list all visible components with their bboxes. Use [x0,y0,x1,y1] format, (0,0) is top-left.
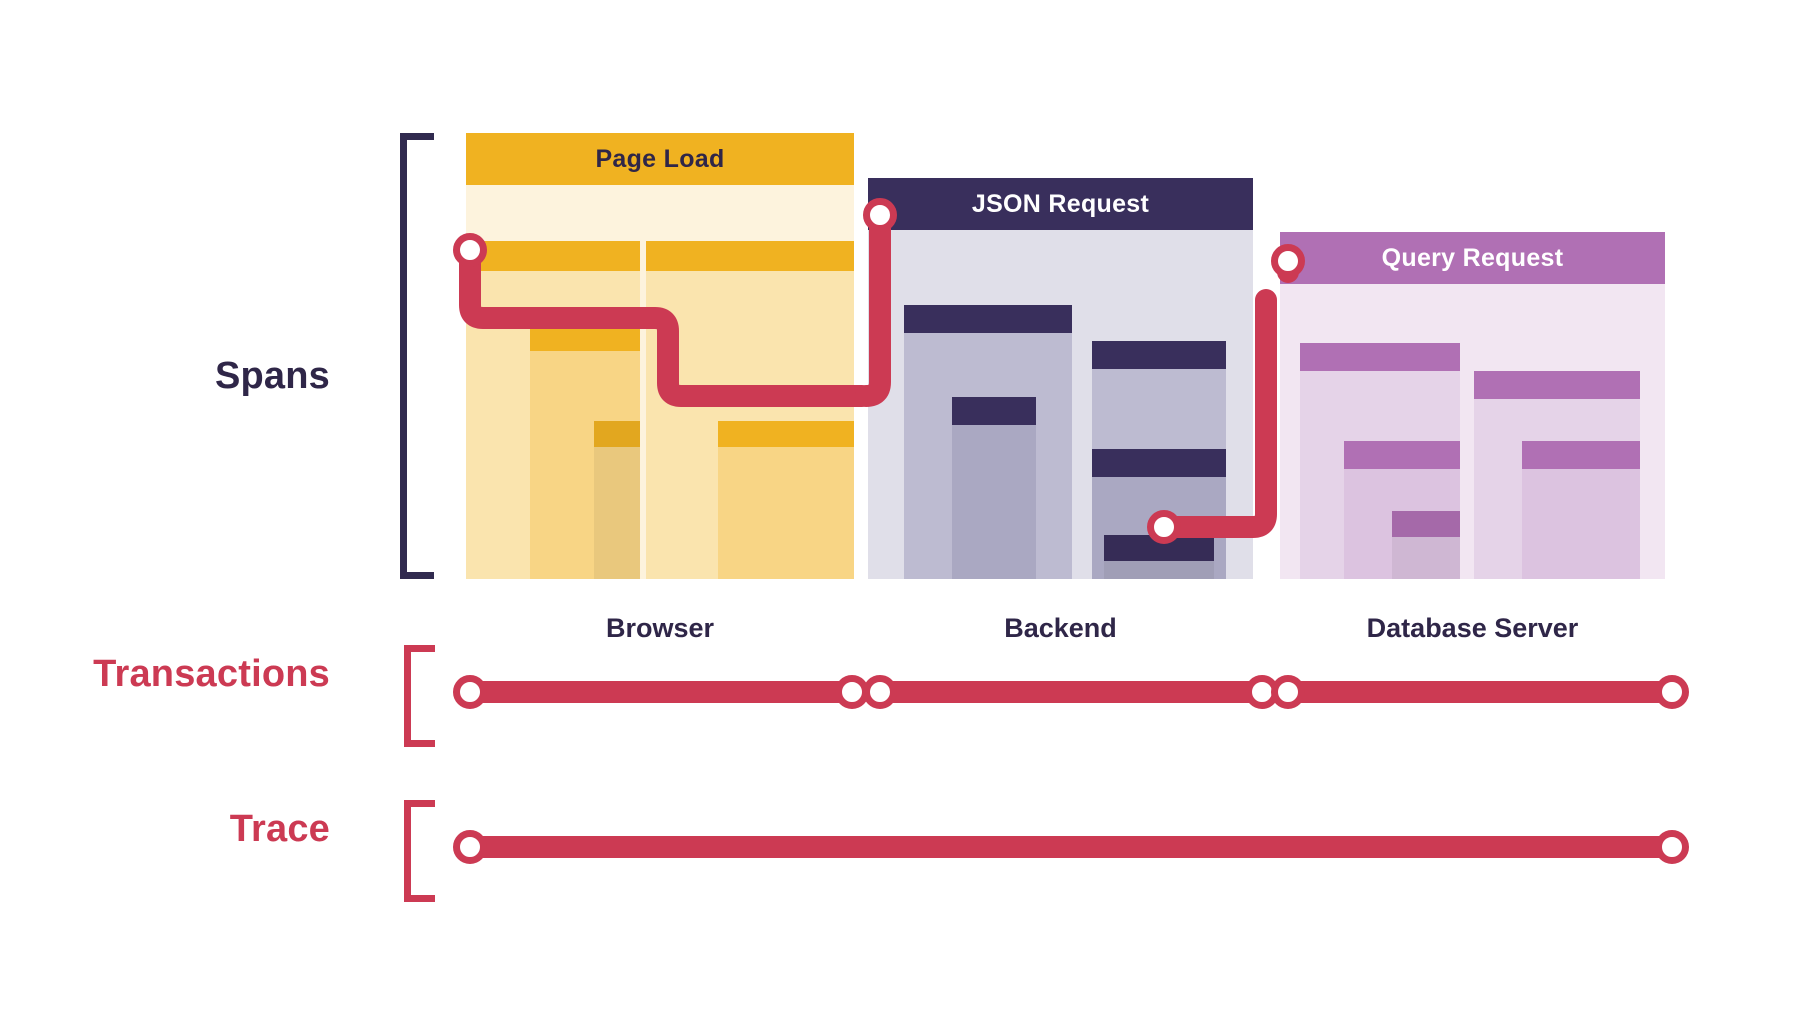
span-columns-backend [868,230,1253,579]
row-label-trace: Trace [229,808,330,850]
span-bar-backend-1 [952,397,1036,425]
service-panel-backend[interactable]: JSON Request [868,178,1253,579]
span-bar-backend-2 [1092,341,1226,369]
span-bar-browser-1 [530,325,640,351]
bracket-trace [404,800,435,902]
bracket-transactions [404,645,435,747]
span-block-database-4[interactable] [1522,441,1640,579]
service-panel-browser[interactable]: Page Load [466,133,854,579]
transaction-dot-backend-end[interactable] [1245,675,1279,709]
transaction-segment-database[interactable] [1288,681,1672,703]
service-name-browser: Browser [605,613,715,643]
span-bar-browser-0 [466,241,640,271]
span-block-database-2[interactable] [1392,511,1460,579]
connector-node-browser-to-backend[interactable] [863,198,897,232]
row-label-transactions: Transactions [93,653,330,695]
span-bar-backend-3 [1092,449,1226,477]
span-bar-database-3 [1474,371,1640,399]
span-bar-browser-2 [594,421,640,447]
span-bar-browser-4 [718,421,854,447]
service-name-backend: Backend [1004,613,1117,643]
span-block-backend-1[interactable] [952,397,1036,579]
transaction-segment-backend[interactable] [880,681,1262,703]
span-bar-database-4 [1522,441,1640,469]
bracket-spans [400,133,434,579]
connector-node-database-start[interactable] [1271,244,1305,278]
transaction-dot-browser-start[interactable] [453,675,487,709]
span-columns-database [1280,284,1665,579]
span-block-browser-4[interactable] [718,421,854,579]
span-block-browser-2[interactable] [594,421,640,579]
transaction-dot-database-start[interactable] [1271,675,1305,709]
service-header-backend: JSON Request [868,178,1253,230]
span-bar-browser-3 [646,241,854,271]
connector-node-browser-start[interactable] [453,233,487,267]
span-bar-database-0 [1300,343,1460,371]
trace-segment[interactable] [470,836,1672,858]
span-bar-database-1 [1344,441,1460,469]
row-label-spans: Spans [214,355,330,397]
transaction-dot-database-end[interactable] [1655,675,1689,709]
span-bar-database-2 [1392,511,1460,537]
service-panel-database[interactable]: Query Request [1280,232,1665,579]
connector-node-backend-to-database[interactable] [1147,510,1181,544]
trace-dot-start[interactable] [453,830,487,864]
trace-dot-end[interactable] [1655,830,1689,864]
transaction-dot-backend-start[interactable] [863,675,897,709]
service-name-database: Database Server [1366,613,1579,643]
service-header-database: Query Request [1280,232,1665,284]
service-header-browser: Page Load [466,133,854,185]
span-columns-browser [466,185,854,579]
span-bar-backend-0 [904,305,1072,333]
transaction-segment-browser[interactable] [470,681,852,703]
